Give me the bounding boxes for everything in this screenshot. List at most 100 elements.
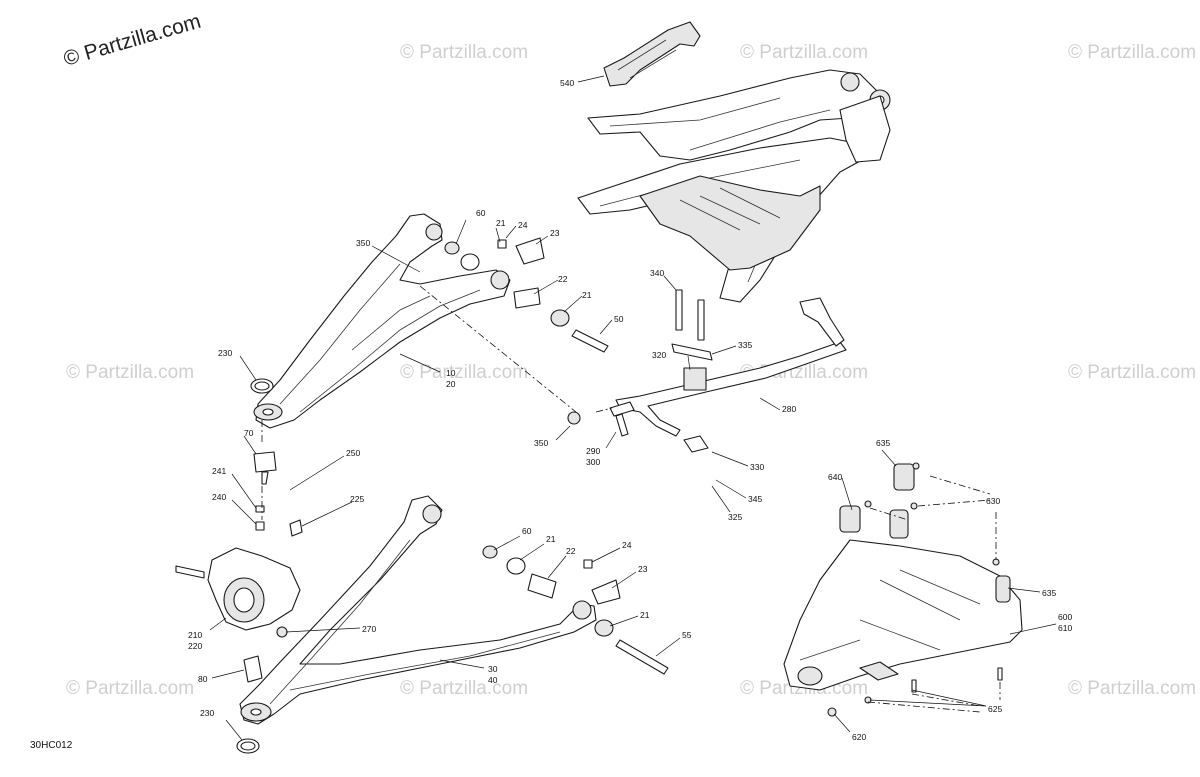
- skid-plate-rear: [639, 175, 821, 271]
- bracket-part: [893, 463, 915, 491]
- nut-part: [497, 239, 507, 249]
- callout-label: 23: [638, 564, 648, 574]
- bolt-part: [615, 639, 669, 675]
- callout-label: 21: [546, 534, 556, 544]
- bracket-part: [889, 509, 909, 539]
- callout-label: 620: [852, 732, 866, 742]
- callout-label: 21: [640, 610, 650, 620]
- lower-a-arm: [239, 495, 597, 725]
- callout-label: 240: [212, 492, 226, 502]
- callout-label: 60: [522, 526, 532, 536]
- callout-label: 225: [350, 494, 364, 504]
- sleeve-part: [527, 573, 557, 599]
- callout-label: 22: [558, 274, 568, 284]
- callout-label: 241: [212, 466, 226, 476]
- callout-label: 290: [586, 446, 600, 456]
- skid-plate: [783, 462, 1023, 717]
- callout-label: 250: [346, 448, 360, 458]
- callout-label: 60: [476, 208, 486, 218]
- bushing-part: [460, 253, 480, 271]
- callout-label: 300: [586, 457, 600, 467]
- callout-label: 10: [446, 368, 456, 378]
- plate-part: [515, 237, 545, 265]
- callout-label: 630: [986, 496, 1000, 506]
- callout-label: 640: [828, 472, 842, 482]
- watermark: © Partzilla.com: [66, 362, 194, 383]
- callout-label: 23: [550, 228, 560, 238]
- callout-label: 335: [738, 340, 752, 350]
- callout-label: 24: [518, 220, 528, 230]
- callout-label: 21: [582, 290, 592, 300]
- callout-label: 210: [188, 630, 202, 640]
- sway-bar: [615, 341, 847, 437]
- upper-arm-frame: [255, 213, 511, 429]
- clip-part: [289, 519, 303, 537]
- callout-labels: 540 350 60 21 24 23 22 21 50 10 20 230 3…: [188, 78, 1072, 742]
- callout-label: 24: [622, 540, 632, 550]
- callout-label: 280: [782, 404, 796, 414]
- nut-part: [482, 545, 498, 559]
- ball-joint-part: [243, 655, 263, 683]
- watermark: © Partzilla.com: [400, 362, 528, 383]
- washer-part: [255, 505, 265, 513]
- skid-plate-body: [783, 539, 1023, 691]
- callout-label: 325: [728, 512, 742, 522]
- main-watermark: © Partzilla.com: [61, 10, 203, 71]
- bushing-part: [550, 309, 570, 327]
- nut-part: [255, 521, 265, 531]
- watermark: © Partzilla.com: [400, 678, 528, 699]
- watermark: © Partzilla.com: [400, 42, 528, 63]
- bushing-part: [444, 241, 460, 255]
- bracket-part: [995, 575, 1011, 603]
- leader-lines: [209, 75, 1057, 741]
- sleeve-part: [513, 287, 541, 309]
- callout-label: 345: [748, 494, 762, 504]
- callout-label: 340: [650, 268, 664, 278]
- callout-label: 20: [446, 379, 456, 389]
- assembled-suspension: [577, 21, 891, 303]
- watermark: © Partzilla.com: [66, 678, 194, 699]
- plate-part: [591, 579, 621, 605]
- callout-label: 270: [362, 624, 376, 634]
- watermark: © Partzilla.com: [740, 42, 868, 63]
- watermark: © Partzilla.com: [1068, 678, 1196, 699]
- callout-label: 635: [1042, 588, 1056, 598]
- watermark: © Partzilla.com: [1068, 42, 1196, 63]
- upper-a-arm: [253, 213, 511, 429]
- bushing-part: [506, 557, 526, 575]
- callout-label: 350: [534, 438, 548, 448]
- callout-label: 230: [218, 348, 232, 358]
- callout-label: 55: [682, 630, 692, 640]
- callout-label: 610: [1058, 623, 1072, 633]
- callout-label: 635: [876, 438, 890, 448]
- bracket-part: [839, 505, 861, 533]
- stabilizer-bar: [609, 289, 847, 453]
- callout-label: 50: [614, 314, 624, 324]
- ball-joint-part: [253, 451, 277, 473]
- callout-label: 22: [566, 546, 576, 556]
- callout-label: 220: [188, 641, 202, 651]
- callout-label: 21: [496, 218, 506, 228]
- callout-label: 80: [198, 674, 208, 684]
- bushing-part: [567, 411, 581, 425]
- callout-label: 600: [1058, 612, 1072, 622]
- bracket-part: [603, 21, 701, 87]
- callout-label: 70: [244, 428, 254, 438]
- bolt-part: [571, 329, 609, 353]
- callout-label: 30: [488, 664, 498, 674]
- hardware-upper: [250, 237, 609, 425]
- assembly-lines: [261, 285, 1001, 713]
- callout-label: 330: [750, 462, 764, 472]
- callout-label: 40: [488, 675, 498, 685]
- hardware-lower: [236, 451, 669, 754]
- nut-part: [276, 626, 288, 638]
- bushing-part: [594, 619, 614, 637]
- nut-part: [583, 559, 593, 569]
- callout-label: 350: [356, 238, 370, 248]
- steering-knuckle: [175, 547, 301, 631]
- diagram-reference-code: 30HC012: [30, 740, 73, 751]
- lower-arm-frame: [239, 495, 597, 725]
- callout-label: 540: [560, 78, 574, 88]
- callout-label: 320: [652, 350, 666, 360]
